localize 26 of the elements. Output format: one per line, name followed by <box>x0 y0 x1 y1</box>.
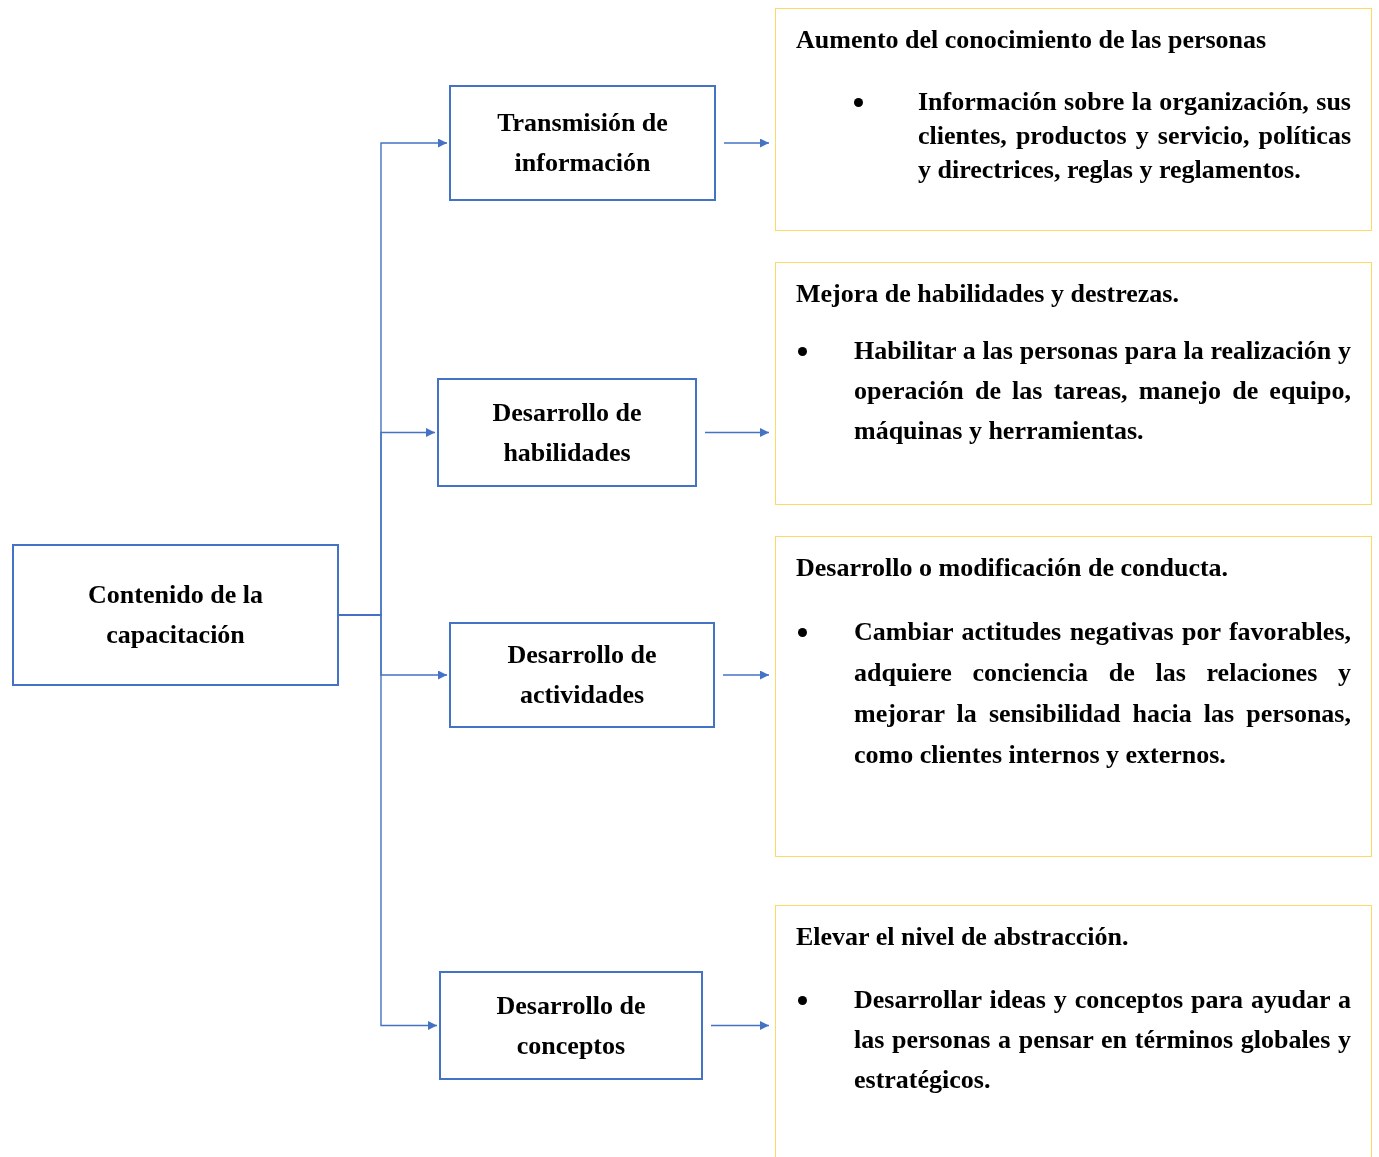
box-heading: Aumento del conocimiento de las personas <box>796 24 1268 56</box>
arrow <box>723 138 770 148</box>
description-box <box>775 8 1372 231</box>
box-label: Desarrollo de conceptos <box>495 989 647 1062</box>
box-label: Transmisión de información <box>496 107 669 179</box>
process-box <box>449 85 716 201</box>
description-box <box>775 536 1372 857</box>
arrow <box>704 428 770 437</box>
box-heading: Mejora de habilidades y destrezas. <box>796 278 1180 310</box>
process-box <box>12 544 339 686</box>
description-box <box>775 905 1372 1157</box>
bullet-text: Desarrollar ideas y conceptos para ayudar a las personas a pensar en términos globales y estratégicos. <box>854 985 1351 1094</box>
box-label: Desarrollo de habilidades <box>491 396 643 469</box>
arrow <box>710 1021 770 1030</box>
process-box <box>437 378 697 487</box>
bullet-text: Información sobre la organización, sus clientes, productos y servicio, políticas y directrices, reglas y reglamentos. <box>918 87 1351 184</box>
bullet-text: Cambiar actitudes negativas por favorables, adquiere conciencia de las relaciones y mejorar la sensibilidad hacia las personas, como clientes internos y externos. <box>854 617 1351 769</box>
process-box <box>439 971 703 1080</box>
box-label: Desarrollo de actividades <box>506 639 658 711</box>
box-heading: Desarrollo o modificación de conducta. <box>796 552 1230 584</box>
box-heading: Elevar el nivel de abstracción. <box>796 921 1130 953</box>
bullet-text: Habilitar a las personas para la realización y operación de las tareas, manejo de equipo, máquinas y herramientas. <box>854 336 1351 445</box>
description-box <box>775 262 1372 505</box>
process-box <box>449 622 715 728</box>
box-label: Contenido de la capacitación <box>87 579 264 651</box>
arrow <box>722 670 770 680</box>
